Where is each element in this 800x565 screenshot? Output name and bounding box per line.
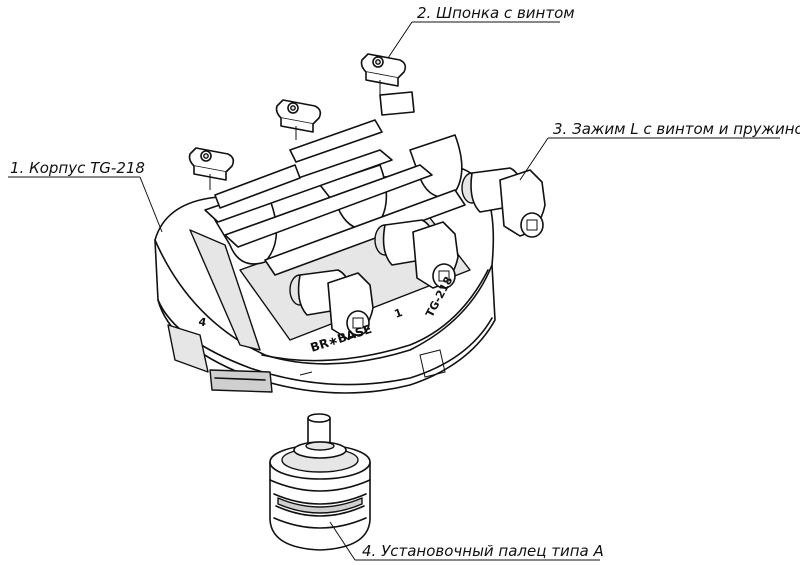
key-1: [360, 53, 407, 87]
body-tg218: [154, 91, 496, 394]
callout-key: 2. Шпонка с винтом: [417, 4, 575, 22]
engraving-mark-4: 4: [197, 315, 207, 329]
clamp-2: [374, 219, 459, 289]
engraving-mark-1: 1: [393, 306, 405, 321]
key-3: [188, 147, 235, 181]
leader-lines: [8, 21, 780, 561]
callout-body: 1. Корпус TG-218: [10, 159, 145, 177]
key-with-screw: [188, 53, 407, 190]
locating-pin-type-a: [269, 413, 371, 551]
clamp-1: [461, 167, 546, 238]
key-2: [275, 99, 322, 133]
callout-pin: 4. Установочный палец типа А: [362, 542, 604, 560]
callout-clamp: 3. Зажим L с винтом и пружиной: [553, 120, 800, 138]
clamp-3: [289, 269, 374, 340]
clamp-l: [289, 167, 546, 340]
